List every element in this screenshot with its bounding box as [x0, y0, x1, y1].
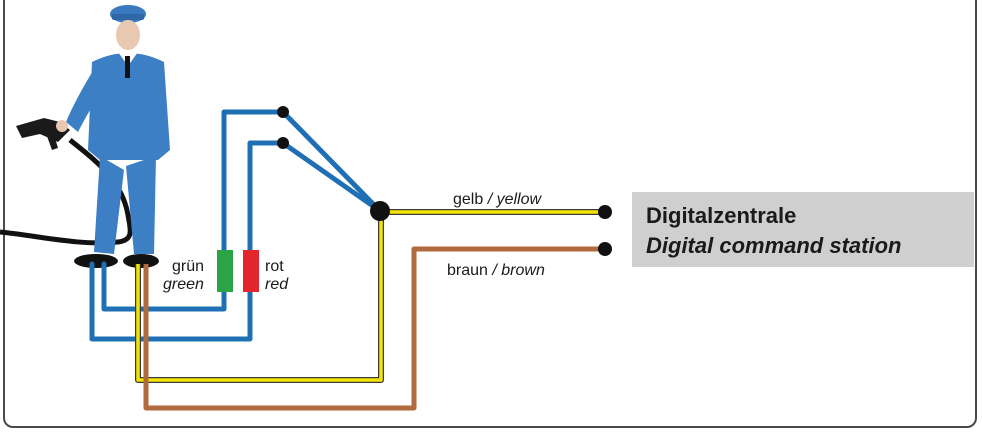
label-rot: rot — [265, 258, 284, 275]
diagram-frame — [3, 0, 977, 428]
junction-node — [370, 201, 390, 221]
brown-wire — [143, 246, 604, 411]
label-gelb: gelb — [453, 191, 484, 208]
blue-wire-junction-2 — [280, 140, 383, 214]
fuel-nozzle-icon — [16, 118, 70, 150]
digital-command-station-box: Digitalzentrale Digital command station — [632, 192, 974, 267]
label-brown: / brown — [492, 262, 545, 279]
fuel-attendant-figure — [66, 5, 170, 268]
station-title-de: Digitalzentrale — [646, 203, 797, 228]
brown-endpoint — [598, 242, 612, 256]
label-red: red — [265, 276, 289, 293]
blue-wire-junction-1 — [280, 109, 383, 214]
label-yellow-wire: gelb / yellow — [453, 191, 541, 209]
label-braun: braun — [447, 262, 488, 279]
yellow-wire — [136, 210, 604, 382]
station-title-en: Digital command station — [646, 233, 902, 258]
pin-middle — [277, 137, 289, 149]
label-green: green — [163, 276, 204, 293]
pin-top — [277, 106, 289, 118]
red-terminal — [243, 250, 259, 292]
label-yellow: / yellow — [487, 191, 542, 208]
yellow-endpoint — [598, 205, 612, 219]
blue-wire-a — [101, 109, 286, 312]
blue-wire-b — [89, 140, 286, 342]
label-gruen: grün — [172, 258, 205, 275]
label-brown-wire: braun / brown — [447, 262, 545, 280]
green-terminal — [217, 250, 233, 292]
